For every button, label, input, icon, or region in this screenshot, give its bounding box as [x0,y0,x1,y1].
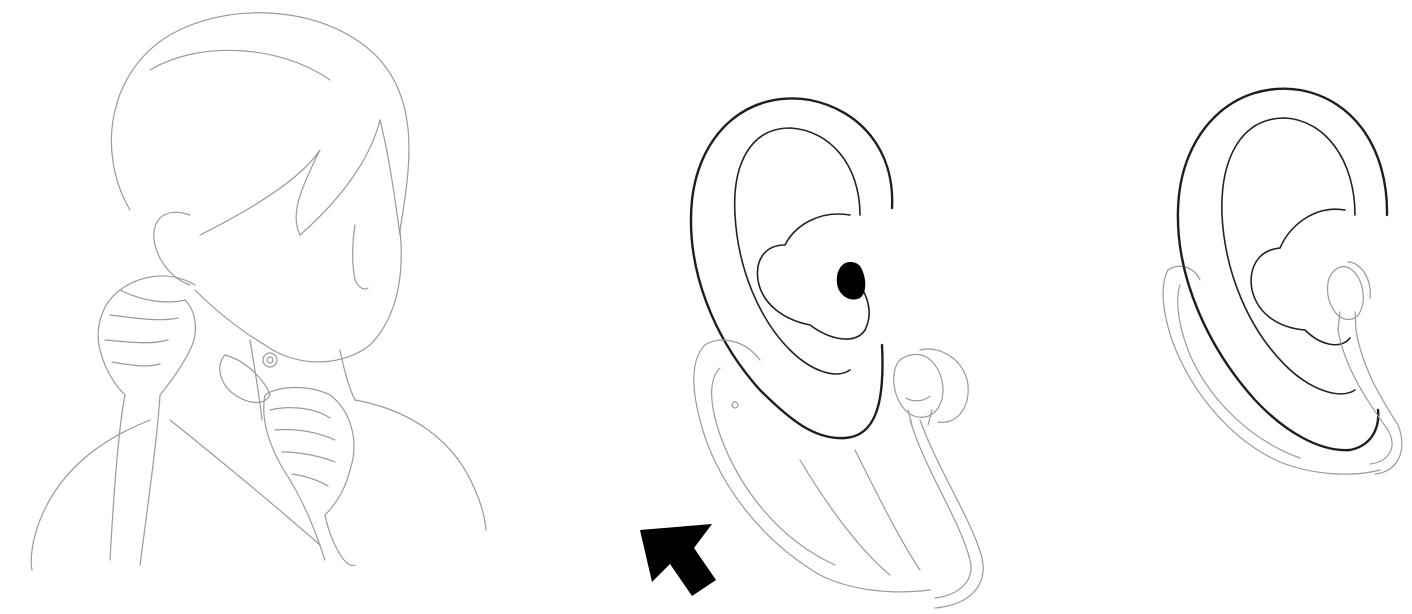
step-2-ear-panel [620,0,1040,614]
direction-arrow [640,524,716,596]
earpiece-body-worn [1163,270,1380,474]
hair-outline [111,13,409,230]
face-outline [195,230,401,362]
earpiece-body [694,345,930,592]
ear-outline [154,212,190,285]
ear-concha-worn [1251,209,1350,344]
eartip [894,354,943,417]
eartip-inserted [1328,267,1364,320]
ear-canal [837,262,866,300]
ear-illustration-before [620,0,1040,614]
ear-illustration-after [1150,0,1412,614]
step-3-ear-panel [1150,0,1412,614]
ear-helix [691,98,892,438]
ear-helix-worn [1178,89,1387,450]
right-hand [265,388,355,566]
earpiece-in-hand [220,355,270,403]
step-1-person-panel [0,0,500,614]
person-illustration [0,0,500,614]
